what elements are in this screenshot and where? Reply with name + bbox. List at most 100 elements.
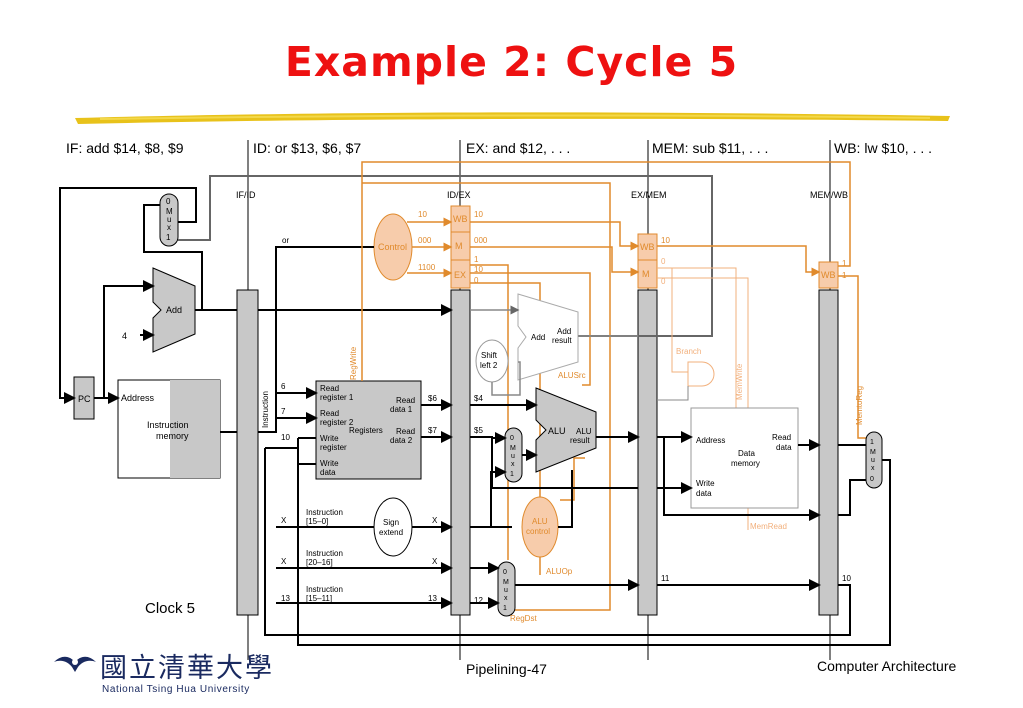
svg-text:1: 1 xyxy=(474,255,479,264)
svg-text:11: 11 xyxy=(661,574,670,583)
svg-text:Instruction: Instruction xyxy=(147,420,189,430)
svg-text:left 2: left 2 xyxy=(480,361,498,370)
idex-register xyxy=(450,289,471,616)
svg-text:Write: Write xyxy=(320,434,339,443)
svg-text:M: M xyxy=(642,269,650,279)
op-or: or xyxy=(282,236,289,245)
svg-text:u: u xyxy=(504,587,508,594)
signal-regwrite: RegWrite xyxy=(349,346,358,380)
svg-text:7: 7 xyxy=(281,407,286,416)
svg-text:000: 000 xyxy=(474,236,488,245)
svg-text:x: x xyxy=(504,595,508,602)
svg-text:data: data xyxy=(320,468,336,477)
svg-text:0: 0 xyxy=(503,569,507,576)
svg-text:Read: Read xyxy=(320,409,339,418)
svg-text:Read: Read xyxy=(320,384,339,393)
svg-text:M: M xyxy=(870,449,876,456)
pc-mux xyxy=(159,193,179,247)
sign-extend xyxy=(373,497,413,557)
svg-text:Instruction: Instruction xyxy=(306,585,343,594)
svg-text:10: 10 xyxy=(474,265,483,274)
svg-text:M: M xyxy=(503,579,509,586)
svg-text:1: 1 xyxy=(842,259,847,268)
svg-text:10: 10 xyxy=(281,433,290,442)
svg-text:0: 0 xyxy=(661,277,666,286)
svg-text:000: 000 xyxy=(418,236,432,245)
svg-text:1: 1 xyxy=(166,233,171,242)
svg-text:[15–11]: [15–11] xyxy=(306,594,332,603)
const-four: 4 xyxy=(122,331,127,341)
svg-text:$4: $4 xyxy=(474,394,483,403)
reg-label-idex: ID/EX xyxy=(447,190,471,200)
svg-text:$6: $6 xyxy=(428,394,437,403)
svg-text:10: 10 xyxy=(842,574,851,583)
svg-text:Shift: Shift xyxy=(481,351,498,360)
svg-text:0: 0 xyxy=(870,476,874,483)
branch-target-wire xyxy=(178,175,713,337)
signal-memwrite: MemWrite xyxy=(735,363,744,400)
svg-text:$5: $5 xyxy=(474,426,483,435)
memwb-register xyxy=(818,289,839,616)
svg-text:ALU: ALU xyxy=(548,426,566,436)
logo-name-en: National Tsing Hua University xyxy=(102,684,250,695)
svg-text:Add: Add xyxy=(557,327,571,336)
svg-text:10: 10 xyxy=(474,210,483,219)
stage-label-ex: EX: and $12, . . . xyxy=(466,140,571,156)
reg-label-memwb: MEM/WB xyxy=(810,190,848,200)
regdst-mux xyxy=(497,561,516,617)
svg-text:Read: Read xyxy=(396,427,415,436)
svg-text:1: 1 xyxy=(842,271,847,280)
svg-text:M: M xyxy=(166,207,173,216)
svg-text:result: result xyxy=(570,436,590,445)
svg-text:u: u xyxy=(511,453,515,460)
svg-text:0: 0 xyxy=(166,197,171,206)
svg-text:data: data xyxy=(776,443,792,452)
branch-and-gate xyxy=(687,361,715,387)
svg-text:10: 10 xyxy=(661,236,670,245)
svg-text:1: 1 xyxy=(870,439,874,446)
svg-text:register 1: register 1 xyxy=(320,393,354,402)
svg-text:Instruction: Instruction xyxy=(306,508,343,517)
pc-label: PC xyxy=(78,394,91,404)
svg-text:X: X xyxy=(432,516,438,525)
logo-name-cjk: 國立清華大學 xyxy=(100,653,274,684)
register-file xyxy=(315,380,422,480)
svg-text:6: 6 xyxy=(281,382,286,391)
svg-text:data 1: data 1 xyxy=(390,405,413,414)
svg-text:register 2: register 2 xyxy=(320,418,354,427)
svg-text:X: X xyxy=(281,516,287,525)
svg-text:WB: WB xyxy=(453,214,468,224)
svg-text:Read: Read xyxy=(772,433,791,442)
signal-alusrc: ALUSrc xyxy=(558,371,586,380)
ifid-register xyxy=(236,289,259,616)
svg-text:Control: Control xyxy=(378,242,407,252)
svg-text:EX: EX xyxy=(454,270,466,280)
svg-text:u: u xyxy=(871,457,875,464)
svg-text:Add: Add xyxy=(166,305,182,315)
svg-text:memory: memory xyxy=(731,459,760,468)
svg-text:ALU: ALU xyxy=(576,427,592,436)
svg-text:M: M xyxy=(455,241,463,251)
svg-text:x: x xyxy=(511,461,515,468)
memtoreg-mux xyxy=(865,431,883,489)
svg-text:result: result xyxy=(552,336,572,345)
course-name: Computer Architecture xyxy=(817,658,957,674)
svg-text:[15–0]: [15–0] xyxy=(306,517,328,526)
svg-text:[20–16]: [20–16] xyxy=(306,558,333,567)
instruction-label: Instruction xyxy=(261,391,270,428)
svg-text:12: 12 xyxy=(474,596,483,605)
svg-text:Address: Address xyxy=(696,436,725,445)
clock-label: Clock 5 xyxy=(145,600,196,617)
svg-text:Write: Write xyxy=(320,459,339,468)
svg-text:register: register xyxy=(320,443,347,452)
svg-text:data 2: data 2 xyxy=(390,436,413,445)
slide-title: Example 2: Cycle 5 xyxy=(284,38,739,86)
svg-text:13: 13 xyxy=(428,594,437,603)
signal-memread: MemRead xyxy=(750,522,787,531)
svg-text:Registers: Registers xyxy=(349,426,383,435)
svg-text:0: 0 xyxy=(661,257,666,266)
svg-text:u: u xyxy=(167,215,171,224)
svg-text:X: X xyxy=(281,557,287,566)
svg-text:Instruction: Instruction xyxy=(306,549,343,558)
data-memory xyxy=(690,407,799,509)
